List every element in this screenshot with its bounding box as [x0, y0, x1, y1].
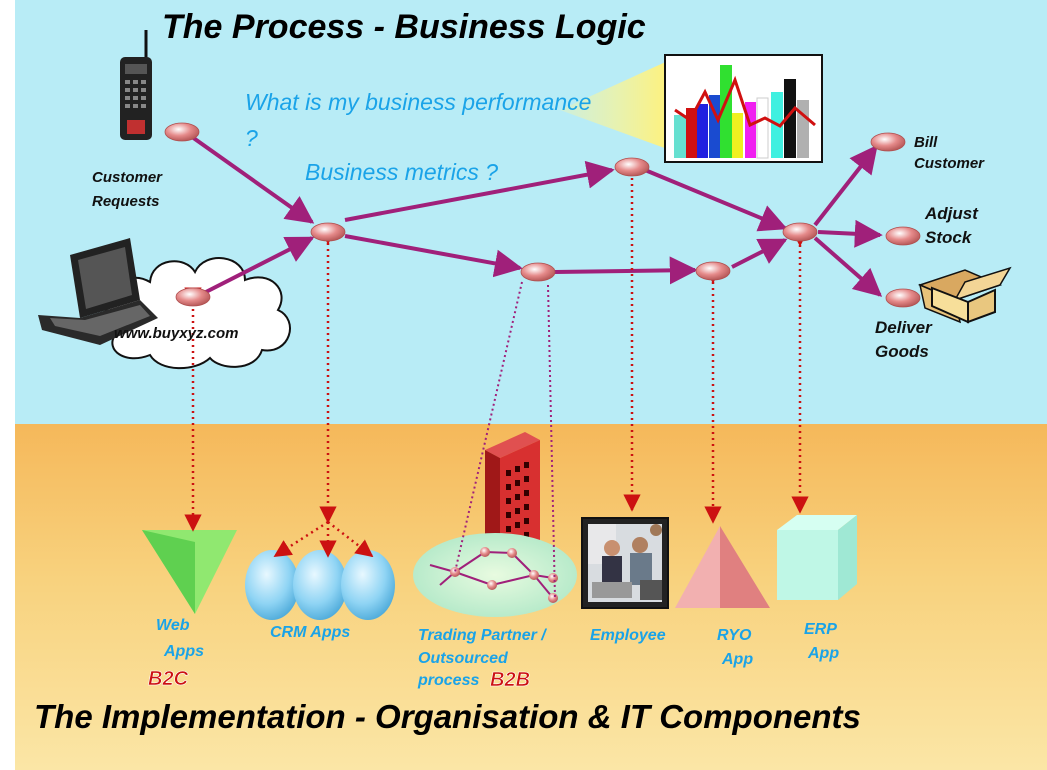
question-performance-mark: ?: [245, 125, 258, 151]
bar-chart-icon: [664, 54, 823, 163]
crm-apps-label: CRM Apps: [270, 624, 350, 641]
link-b2b-right: [547, 284, 556, 599]
b2c-label: B2C: [148, 668, 189, 690]
trading-partner-label-2: Outsourced: [418, 650, 509, 667]
arrow-mid-to-ryo: [554, 256, 698, 285]
arrow-erp-to-deliver: [813, 236, 883, 297]
ellipse-cluster-icon: [245, 550, 395, 620]
node-deliver: [885, 288, 921, 308]
arrow-hub-to-mid: [344, 234, 523, 278]
employee-label: Employee: [590, 627, 666, 644]
process-nodes: [164, 122, 921, 308]
implementation-links: [184, 178, 809, 599]
node-stock: [885, 226, 921, 246]
process-arrows: [183, 130, 883, 297]
customer-requests-label-2: Requests: [92, 193, 160, 210]
web-apps-label-1: Web: [156, 617, 190, 634]
trading-partner-label-1: Trading Partner /: [418, 627, 547, 644]
question-metrics: Business metrics ?: [305, 159, 498, 185]
cube-icon: [777, 515, 857, 600]
arrow-web-to-hub: [199, 236, 315, 297]
adjust-stock-label-2: Stock: [925, 228, 973, 247]
open-box-icon: [917, 266, 1012, 324]
node-mid: [520, 262, 556, 282]
node-ryo: [695, 261, 731, 281]
arrow-erp-to-stock: [817, 219, 883, 248]
ryo-app-label-1: RYO: [717, 627, 752, 644]
network-ellipse-icon: [413, 533, 577, 617]
question-performance: What is my business performance: [245, 89, 591, 115]
arrow-ryo-to-erp: [731, 238, 788, 269]
web-apps-label-2: Apps: [163, 643, 204, 660]
arrow-erp-to-bill: [813, 144, 878, 227]
implementation-title: The Implementation - Organisation & IT C…: [34, 698, 861, 735]
process-title: The Process - Business Logic: [162, 8, 646, 46]
chart-light-beam: [560, 60, 670, 150]
mobile-phone-icon: [120, 30, 152, 140]
ryo-app-label-2: App: [721, 651, 753, 668]
node-bill: [870, 132, 906, 152]
deliver-goods-label-1: Deliver: [875, 318, 933, 337]
b2b-label: B2B: [490, 669, 530, 691]
bill-customer-label-1: Bill: [914, 134, 938, 151]
arrow-hub-to-metrics: [344, 160, 615, 222]
node-website: [175, 287, 211, 307]
arrow-requests-to-hub: [183, 130, 315, 224]
erp-app-label-2: App: [807, 645, 839, 662]
erp-app-label-1: ERP: [804, 621, 837, 638]
node-customer-requests: [164, 122, 200, 142]
website-label: www.buyxyz.com: [114, 325, 238, 342]
triangle-icon: [142, 530, 237, 614]
customer-requests-label-1: Customer: [92, 169, 163, 186]
adjust-stock-label-1: Adjust: [924, 204, 979, 223]
bill-customer-label-2: Customer: [914, 155, 985, 172]
node-hub: [310, 222, 346, 242]
arrow-metrics-to-erp: [644, 168, 788, 232]
laptop-icon: [38, 238, 158, 345]
deliver-goods-label-2: Goods: [875, 342, 929, 361]
link-crm-left: [273, 520, 329, 558]
node-metrics: [614, 157, 650, 177]
trading-partner-label-3: process: [417, 672, 479, 689]
people-at-computer-photo: [581, 517, 669, 609]
pyramid-icon: [675, 526, 770, 608]
node-erp: [782, 222, 818, 242]
